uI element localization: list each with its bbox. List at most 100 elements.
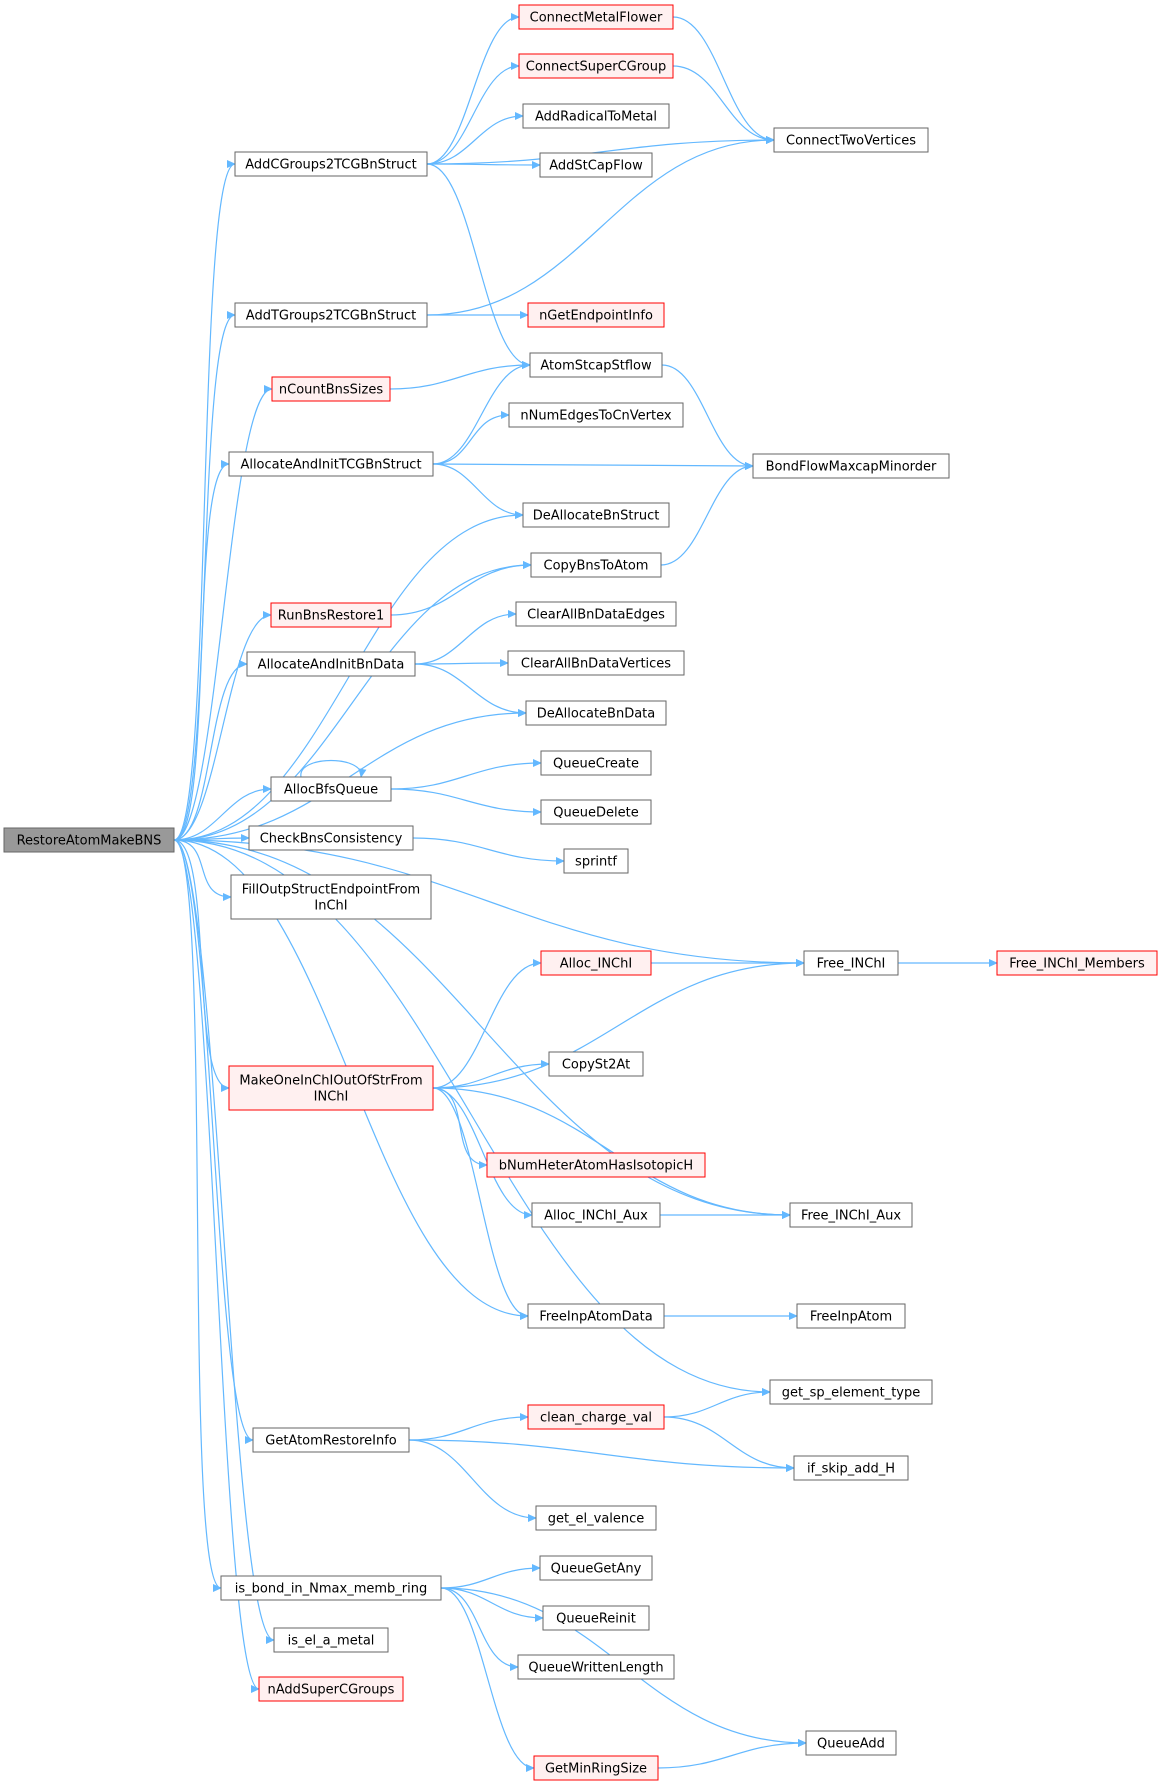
edge-make-one-in-ch-iout-of-str-from-inch-i-to-free-inp-atom-data <box>432 1087 529 1321</box>
node-add-radical-to-metal[interactable]: AddRadicalToMetal <box>522 103 670 129</box>
edges-layer <box>173 12 998 1773</box>
node-restore-atom-make-bns[interactable]: RestoreAtomMakeBNS <box>3 827 175 853</box>
node-label: QueueCreate <box>553 757 639 772</box>
node-label: AllocateAndInitBnData <box>258 658 405 673</box>
node-check-bns-consistency[interactable]: CheckBnsConsistency <box>248 825 414 851</box>
edge-get-atom-restore-info-to-if-skip-add-h <box>408 1439 795 1473</box>
node-label: nAddSuperCGroups <box>268 1683 395 1698</box>
node-n-get-endpoint-info[interactable]: nGetEndpointInfo <box>527 302 665 328</box>
node-n-count-bns-sizes[interactable]: nCountBnsSizes <box>271 376 391 402</box>
node-sprintf[interactable]: sprintf <box>563 848 629 874</box>
node-box <box>518 53 674 79</box>
node-queue-get-any[interactable]: QueueGetAny <box>539 1555 653 1581</box>
node-label: INChI <box>314 1090 349 1105</box>
node-connect-two-vertices[interactable]: ConnectTwoVertices <box>773 127 929 153</box>
node-box <box>518 4 674 30</box>
node-b-num-heter-atom-has-isotopic-h[interactable]: bNumHeterAtomHasIsotopicH <box>486 1152 706 1178</box>
node-n-add-super-cgroups[interactable]: nAddSuperCGroups <box>258 1676 404 1702</box>
edge-add-tgroups2-tcgbn-struct-to-connect-two-vertices <box>426 135 775 316</box>
node-allocate-and-init-tcgbn-struct[interactable]: AllocateAndInitTCGBnStruct <box>228 451 434 477</box>
node-allocate-and-init-bn-data[interactable]: AllocateAndInitBnData <box>246 651 416 677</box>
node-is-el-a-metal[interactable]: is_el_a_metal <box>273 1627 389 1653</box>
edge-allocate-and-init-bn-data-to-clear-all-bn-data-edges <box>414 609 517 665</box>
node-box <box>508 402 684 428</box>
node-box <box>517 1654 675 1680</box>
edge-restore-atom-make-bns-to-make-one-in-ch-iout-of-str-from-inch-i <box>173 839 230 1092</box>
node-label: Free_INChI_Aux <box>801 1209 901 1224</box>
node-alloc-bfs-queue[interactable]: AllocBfsQueue <box>270 776 392 802</box>
node-queue-create[interactable]: QueueCreate <box>540 750 652 776</box>
edge-add-cgroups2-tcgbn-struct-to-add-radical-to-metal <box>426 111 524 165</box>
edge-restore-atom-make-bns-to-free-inch-i-aux <box>173 839 791 1220</box>
node-add-tgroups2-tcgbn-struct[interactable]: AddTGroups2TCGBnStruct <box>234 302 428 328</box>
node-copy-bns-to-atom[interactable]: CopyBnsToAtom <box>530 552 662 578</box>
edge-make-one-in-ch-iout-of-str-from-inch-i-to-alloc-inch-i-aux <box>432 1087 533 1220</box>
node-alloc-inch-i[interactable]: Alloc_INChI <box>540 950 652 976</box>
edge-restore-atom-make-bns-to-allocate-and-init-bn-data <box>173 659 248 841</box>
edge-is-bond-in-nmax-memb-ring-to-queue-get-any <box>440 1563 541 1589</box>
node-queue-reinit[interactable]: QueueReinit <box>542 1605 650 1631</box>
node-free-inch-i-aux[interactable]: Free_INChI_Aux <box>789 1202 913 1228</box>
node-box <box>230 874 432 920</box>
node-label: QueueReinit <box>556 1612 636 1627</box>
edge-restore-atom-make-bns-to-fill-outp-struct-endpoint-from-in-ch-i <box>173 839 232 902</box>
node-box <box>803 950 899 976</box>
node-get-el-valence[interactable]: get_el_valence <box>535 1505 657 1531</box>
node-if-skip-add-h[interactable]: if_skip_add_H <box>793 1455 909 1481</box>
node-de-allocate-bn-struct[interactable]: DeAllocateBnStruct <box>522 502 670 528</box>
node-label: FreeInpAtom <box>810 1310 892 1325</box>
node-connect-super-cgroup[interactable]: ConnectSuperCGroup <box>518 53 674 79</box>
edge-alloc-bfs-queue-to-queue-delete <box>390 788 542 817</box>
node-queue-written-length[interactable]: QueueWrittenLength <box>517 1654 675 1680</box>
node-connect-metal-flower[interactable]: ConnectMetalFlower <box>518 4 674 30</box>
node-free-inp-atom[interactable]: FreeInpAtom <box>796 1303 906 1329</box>
node-label: nCountBnsSizes <box>279 383 383 398</box>
edge-get-atom-restore-info-to-clean-charge-val <box>408 1412 529 1441</box>
node-add-cgroups2-tcgbn-struct[interactable]: AddCGroups2TCGBnStruct <box>234 151 428 177</box>
node-clear-all-bn-data-edges[interactable]: ClearAllBnDataEdges <box>515 601 677 627</box>
node-label: GetMinRingSize <box>545 1762 647 1777</box>
node-run-bns-restore1[interactable]: RunBnsRestore1 <box>270 602 392 628</box>
node-box <box>234 302 428 328</box>
node-de-allocate-bn-data[interactable]: DeAllocateBnData <box>525 700 667 726</box>
node-n-num-edges-to-cn-vertex[interactable]: nNumEdgesToCnVertex <box>508 402 684 428</box>
node-copy-st2-at[interactable]: CopySt2At <box>548 1051 644 1077</box>
node-add-st-cap-flow[interactable]: AddStCapFlow <box>539 152 653 178</box>
node-label: AddTGroups2TCGBnStruct <box>246 309 416 324</box>
node-label: QueueDelete <box>553 806 638 821</box>
node-label: AllocateAndInitTCGBnStruct <box>240 458 421 473</box>
edge-run-bns-restore1-to-copy-bns-to-atom <box>390 560 532 616</box>
node-atom-stcap-stflow[interactable]: AtomStcapStflow <box>529 352 663 378</box>
node-get-min-ring-size[interactable]: GetMinRingSize <box>533 1755 659 1781</box>
node-label: ConnectTwoVertices <box>786 134 916 149</box>
node-bond-flow-maxcap-minorder[interactable]: BondFlowMaxcapMinorder <box>752 453 950 479</box>
node-label: is_el_a_metal <box>288 1634 375 1649</box>
node-alloc-inch-i-aux[interactable]: Alloc_INChI_Aux <box>531 1202 661 1228</box>
node-free-inp-atom-data[interactable]: FreeInpAtomData <box>527 1303 665 1329</box>
node-label: MakeOneInChIOutOfStrFrom <box>239 1074 422 1089</box>
node-box <box>527 1404 665 1430</box>
node-box <box>796 1303 906 1329</box>
node-get-sp-element-type[interactable]: get_sp_element_type <box>769 1379 933 1405</box>
edge-make-one-in-ch-iout-of-str-from-inch-i-to-copy-st2-at <box>432 1059 550 1089</box>
edge-restore-atom-make-bns-to-de-allocate-bn-struct <box>173 510 524 841</box>
node-label: QueueGetAny <box>551 1562 642 1577</box>
node-box <box>805 1730 897 1756</box>
node-is-bond-in-nmax-memb-ring[interactable]: is_bond_in_Nmax_memb_ring <box>220 1575 442 1601</box>
edge-allocate-and-init-tcgbn-struct-to-n-num-edges-to-cn-vertex <box>432 410 510 465</box>
node-queue-delete[interactable]: QueueDelete <box>540 799 652 825</box>
node-box <box>270 776 392 802</box>
node-free-inch-i[interactable]: Free_INChI <box>803 950 899 976</box>
node-clear-all-bn-data-vertices[interactable]: ClearAllBnDataVertices <box>507 650 685 676</box>
node-label: Alloc_INChI_Aux <box>544 1209 648 1224</box>
node-box <box>522 103 670 129</box>
node-clean-charge-val[interactable]: clean_charge_val <box>527 1404 665 1430</box>
node-queue-add[interactable]: QueueAdd <box>805 1730 897 1756</box>
edge-add-cgroups2-tcgbn-struct-to-connect-two-vertices <box>426 135 775 165</box>
node-free-inch-i-members[interactable]: Free_INChI_Members <box>996 950 1158 976</box>
node-get-atom-restore-info[interactable]: GetAtomRestoreInfo <box>252 1427 410 1453</box>
edge-restore-atom-make-bns-to-n-add-super-cgroups <box>173 839 260 1693</box>
